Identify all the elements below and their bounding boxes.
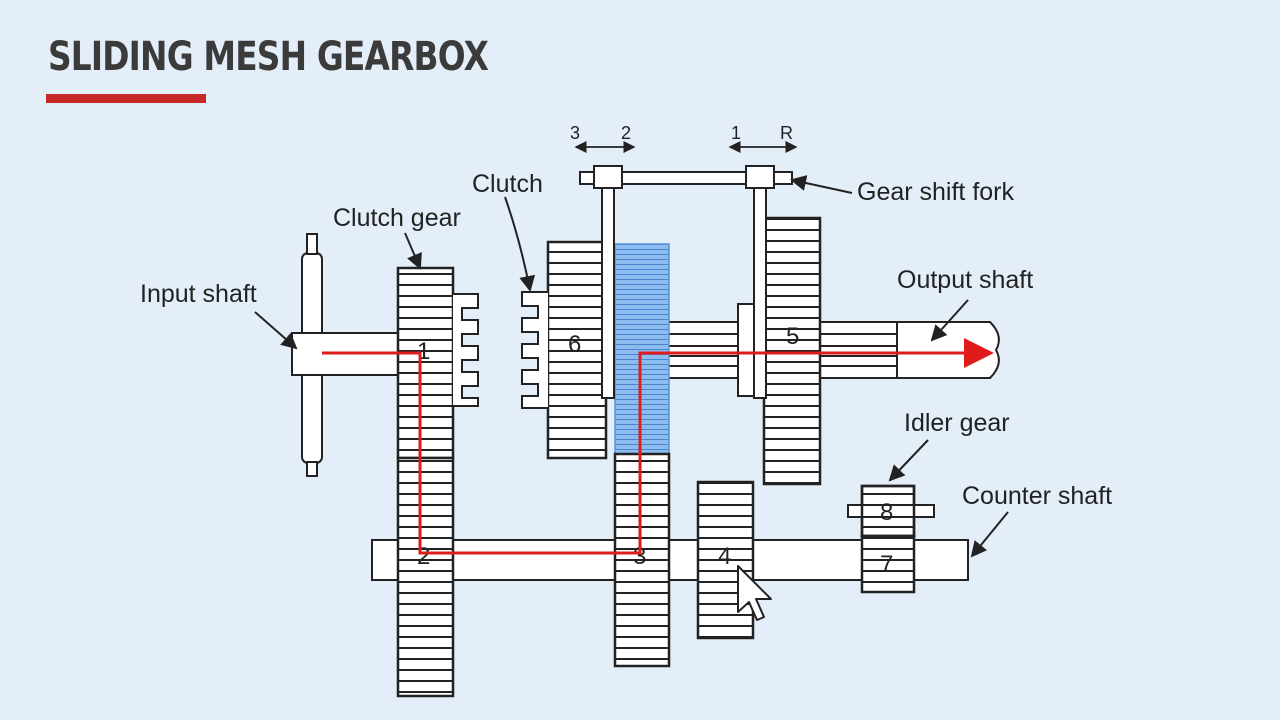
shift-fork-right	[753, 187, 767, 399]
gear-number-8: 8	[880, 499, 893, 526]
gear-number-5: 5	[786, 323, 799, 350]
sliding-gear-6	[546, 240, 608, 460]
leader-input-shaft	[254, 311, 298, 350]
page-title: SLIDING MESH GEARBOX	[48, 34, 489, 80]
input-shaft-stub-top	[306, 233, 318, 255]
label-clutch-gear: Clutch gear	[333, 204, 461, 232]
selector-position-r: R	[780, 123, 793, 143]
input-shaft-stub-bottom	[306, 461, 318, 477]
countershaft-gear-4	[696, 480, 755, 640]
gear-number-7: 7	[880, 551, 893, 578]
selector-position-3: 3	[570, 123, 580, 143]
mouse-pointer-icon	[737, 565, 772, 621]
power-flow-path	[322, 338, 994, 555]
label-clutch: Clutch	[472, 170, 543, 198]
shift-fork-left	[601, 187, 615, 399]
gear-number-4: 4	[718, 543, 731, 570]
leader-output-shaft	[930, 299, 969, 342]
gear-5-hub	[737, 303, 755, 397]
gear-number-3: 3	[633, 543, 646, 570]
label-idler-gear: Idler gear	[904, 409, 1010, 437]
shift-fork-right-collar	[745, 165, 775, 189]
sliding-gear-5	[762, 216, 822, 486]
countershaft-gear-7	[860, 534, 916, 594]
label-input-shaft: Input shaft	[140, 280, 257, 308]
leader-clutch	[504, 196, 536, 292]
label-gear-shift-fork: Gear shift fork	[857, 178, 1014, 206]
gear-number-6: 6	[568, 331, 581, 358]
countershaft-gear-2	[396, 456, 455, 698]
clutch-gear-1	[396, 266, 455, 460]
leader-counter-shaft	[970, 511, 1009, 558]
leader-clutch-gear	[404, 232, 422, 270]
idler-gear-shaft	[847, 504, 935, 518]
shift-fork-left-collar	[593, 165, 623, 189]
dog-clutch-teeth-right	[453, 293, 479, 407]
leader-gear-shift-fork	[790, 175, 853, 194]
output-shaft-end	[896, 321, 1000, 379]
label-counter-shaft: Counter shaft	[962, 482, 1112, 510]
countershaft-gear-3	[613, 452, 671, 668]
highlighted-gear	[614, 243, 670, 455]
label-output-shaft: Output shaft	[897, 266, 1033, 294]
leader-idler-gear	[888, 439, 929, 482]
selector-position-1: 1	[731, 123, 741, 143]
selector-position-2: 2	[621, 123, 631, 143]
dog-clutch-teeth-left	[521, 291, 548, 409]
title-underline	[46, 94, 206, 103]
